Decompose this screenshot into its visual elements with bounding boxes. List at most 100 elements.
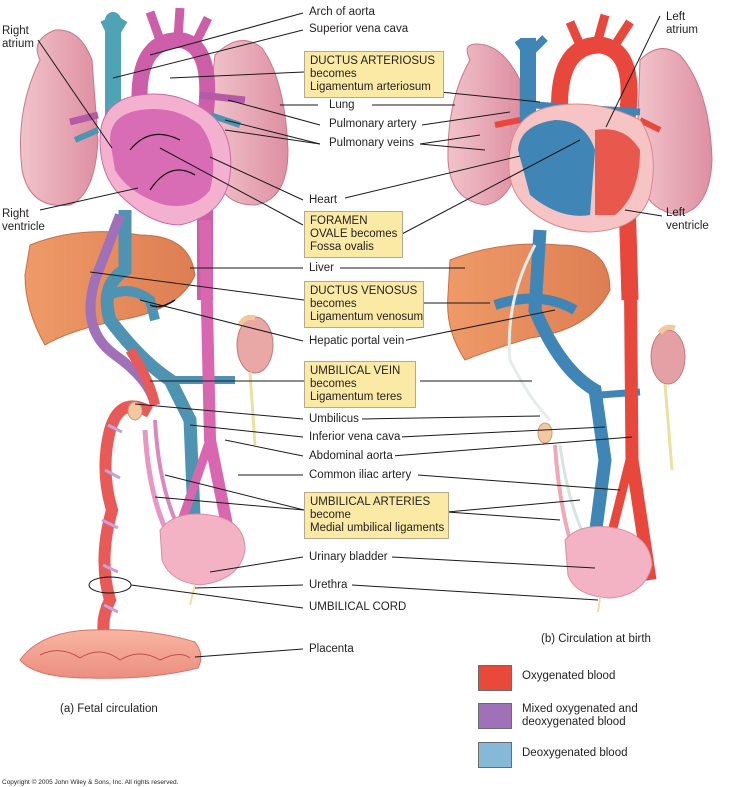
leader-umbilical-arteries-a1 (164, 474, 305, 511)
label-lung: Lung (327, 99, 357, 112)
leader-left-ventricle (624, 209, 663, 217)
leader-urethra-a (194, 584, 304, 589)
leader-umbilical-arteries-b1 (446, 499, 581, 513)
right-ventricle-line-2: ventricle (2, 221, 45, 233)
box-ductus-venosus-line-2: becomes (310, 298, 357, 310)
left-atrium-label: Left atrium (666, 11, 698, 37)
leader-heart-b (344, 155, 521, 199)
label-heart: Heart (307, 194, 340, 207)
box-umbilical-vein-line-1: UMBILICAL VEIN (310, 365, 401, 377)
label-common-iliac-artery: Common iliac artery (307, 469, 414, 482)
leader-common-iliac-artery-b (417, 474, 621, 491)
leader-abdominal-aorta-b (391, 436, 633, 457)
box-ductus-venosus-line-1: DUCTUS VENOSUS (310, 285, 418, 297)
leader-pulmonary-artery-a (227, 99, 321, 126)
label-pulmonary-artery: Pulmonary artery (327, 118, 419, 131)
fetal-urinary-bladder (159, 513, 246, 586)
fetal-umbilical-cord (97, 400, 153, 642)
leader-ductus-venosus-a (89, 271, 305, 301)
legend-swatch-mixed (478, 703, 512, 729)
label-superior-vena-cava: Superior vena cava (307, 23, 411, 36)
birth-inferior-vena-cava (528, 229, 612, 576)
leader-umbilicus-a (134, 403, 304, 420)
box-ductus-venosus: DUCTUS VENOSUS becomes Ligamentum venosu… (304, 281, 424, 328)
box-umbilical-arteries-line-3: Medial umbilical ligaments (310, 522, 445, 534)
left-atrium-line-2: atrium (666, 24, 698, 36)
leader-inferior-vena-cava-b (399, 426, 606, 438)
leader-pulmonary-veins-b2 (419, 143, 486, 151)
label-umbilicus: Umbilicus (307, 413, 361, 426)
box-foramen-ovale: FORAMEN OVALE becomes Fossa ovalis (304, 211, 403, 258)
leader-pulmonary-veins-a1 (224, 119, 321, 145)
box-ductus-arteriosus: DUCTUS ARTERIOSUS becomes Ligamentum art… (304, 51, 444, 98)
box-umbilical-vein-line-2: becomes (310, 378, 357, 390)
box-foramen-ovale-line-3: Fossa ovalis (310, 241, 374, 253)
leader-abdominal-aorta-a (224, 439, 304, 457)
fetal-inferior-vena-cava (100, 210, 202, 541)
box-umbilical-arteries-line-1: UMBILICAL ARTERIES (310, 496, 431, 508)
legend-label-mixed-line-1: Mixed oxygenated and (522, 703, 638, 715)
caption-fetal-circulation: (a) Fetal circulation (60, 703, 158, 715)
leader-superior-vena-cava (112, 29, 304, 79)
leader-umbilicus-b (361, 415, 541, 420)
label-umbilical-cord: UMBILICAL CORD (307, 601, 409, 614)
birth-right-lung (447, 43, 521, 206)
leader-heart-a (209, 156, 304, 201)
birth-urinary-bladder (564, 526, 653, 599)
leader-hepatic-portal-vein-b (401, 309, 556, 342)
copyright-notice: Copyright © 2005 John Wiley & Sons, Inc.… (2, 779, 179, 786)
box-umbilical-vein-line-3: Ligamentum teres (310, 391, 403, 403)
caption-circulation-at-birth: (b) Circulation at birth (541, 633, 651, 645)
label-urinary-bladder: Urinary bladder (307, 551, 390, 564)
leader-umbilical-cord (130, 584, 304, 609)
leader-umbilical-arteries-a2 (154, 496, 305, 511)
right-atrium-line-2: atrium (2, 38, 34, 50)
leader-urethra-b (351, 584, 599, 601)
leader-umbilical-arteries-b2 (446, 511, 561, 521)
box-ductus-arteriosus-line-3: Ligamentum arteriosum (310, 81, 431, 93)
leader-pulmonary-veins-b1 (419, 134, 481, 145)
box-ductus-venosus-line-3: Ligamentum venosum (310, 311, 424, 323)
leader-pulmonary-veins-a2 (224, 129, 321, 145)
legend-swatch-oxygenated (478, 665, 512, 691)
leader-inferior-vena-cava-a (189, 424, 304, 438)
leader-foramen-ovale-a (159, 147, 304, 226)
left-ventricle-line-1: Left (666, 207, 686, 219)
label-inferior-vena-cava: Inferior vena cava (307, 431, 403, 444)
leader-right-atrium (37, 39, 113, 149)
box-foramen-ovale-line-1: FORAMEN (310, 215, 368, 227)
birth-kidney (650, 329, 686, 385)
box-umbilical-arteries-line-2: become (310, 509, 351, 521)
left-atrium-line-1: Left (666, 11, 686, 23)
leader-placenta (194, 648, 304, 658)
birth-aortic-arch (551, 36, 639, 301)
label-liver: Liver (307, 262, 336, 275)
box-umbilical-vein: UMBILICAL VEIN becomes Ligamentum teres (304, 361, 416, 408)
left-ventricle-label: Left ventricle (666, 207, 709, 233)
label-pulmonary-veins: Pulmonary veins (327, 137, 417, 150)
birth-abdominal-aorta (623, 231, 657, 581)
right-atrium-line-1: Right (2, 25, 29, 37)
right-ventricle-line-1: Right (2, 208, 29, 220)
legend-label-deoxygenated: Deoxygenated blood (522, 747, 628, 759)
leader-urinary-bladder-b (391, 556, 596, 569)
left-ventricle-line-2: ventricle (666, 220, 709, 232)
right-atrium-label: Right atrium (2, 25, 34, 51)
box-ductus-arteriosus-line-2: becomes (310, 68, 357, 80)
fetal-right-lung (20, 29, 99, 207)
birth-left-lung (637, 48, 713, 216)
leader-ductus-arteriosus-a (169, 71, 305, 79)
birth-illustration (447, 13, 713, 613)
leader-foramen-ovale-b (399, 139, 581, 236)
label-urethra: Urethra (307, 579, 350, 592)
right-ventricle-label: Right ventricle (2, 208, 45, 234)
label-placenta: Placenta (307, 643, 356, 656)
legend-label-mixed: Mixed oxygenated and deoxygenated blood (522, 703, 638, 729)
fetal-aortic-arch (131, 31, 216, 300)
legend-label-mixed-line-2: deoxygenated blood (522, 716, 626, 728)
leader-urinary-bladder-a (209, 556, 304, 573)
leader-arch-of-aorta (149, 12, 304, 56)
